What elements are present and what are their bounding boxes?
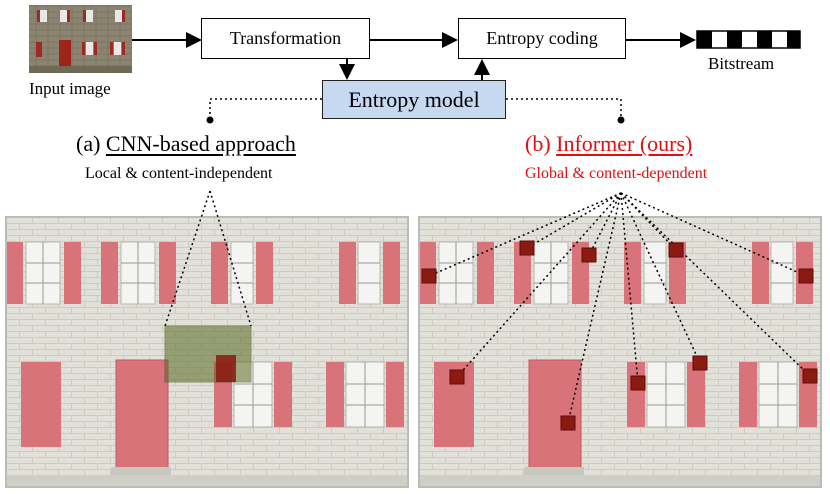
entropy-model-box: Entropy model: [322, 80, 506, 119]
bitstream-label: Bitstream: [708, 54, 775, 73]
transformation-box: Transformation: [201, 18, 370, 59]
bitstream-bar: [696, 30, 801, 49]
right-panel-subtitle: Global & content-dependent: [525, 165, 708, 182]
right-panel-heading: (b) Informer (ours): [525, 131, 692, 157]
left-panel-prefix: (a): [76, 131, 101, 156]
cnn-dotted-lines: [164, 190, 252, 327]
connector-left-dot: [206, 116, 214, 124]
left-panel-subtitle: Local & content-independent: [85, 165, 273, 182]
connector-left: [209, 98, 322, 118]
input-image-thumbnail: [29, 5, 132, 73]
entropy-coding-box: Entropy coding: [458, 18, 626, 59]
right-building-image: [418, 216, 822, 488]
connector-right: [506, 98, 622, 118]
connector-right-dot: [617, 116, 625, 124]
left-building-image: [5, 216, 409, 488]
informer-context-patches: [421, 240, 818, 431]
cnn-current-pixel: [216, 355, 236, 382]
right-panel-title: Informer (ours): [556, 131, 693, 156]
left-panel-title: CNN-based approach: [105, 131, 296, 156]
informer-dotted-lines: [428, 192, 811, 424]
left-panel-heading: (a) CNN-based approach: [76, 131, 296, 157]
input-image-label: Input image: [29, 79, 111, 98]
cnn-context-window: [164, 325, 252, 383]
right-panel-prefix: (b): [525, 131, 551, 156]
